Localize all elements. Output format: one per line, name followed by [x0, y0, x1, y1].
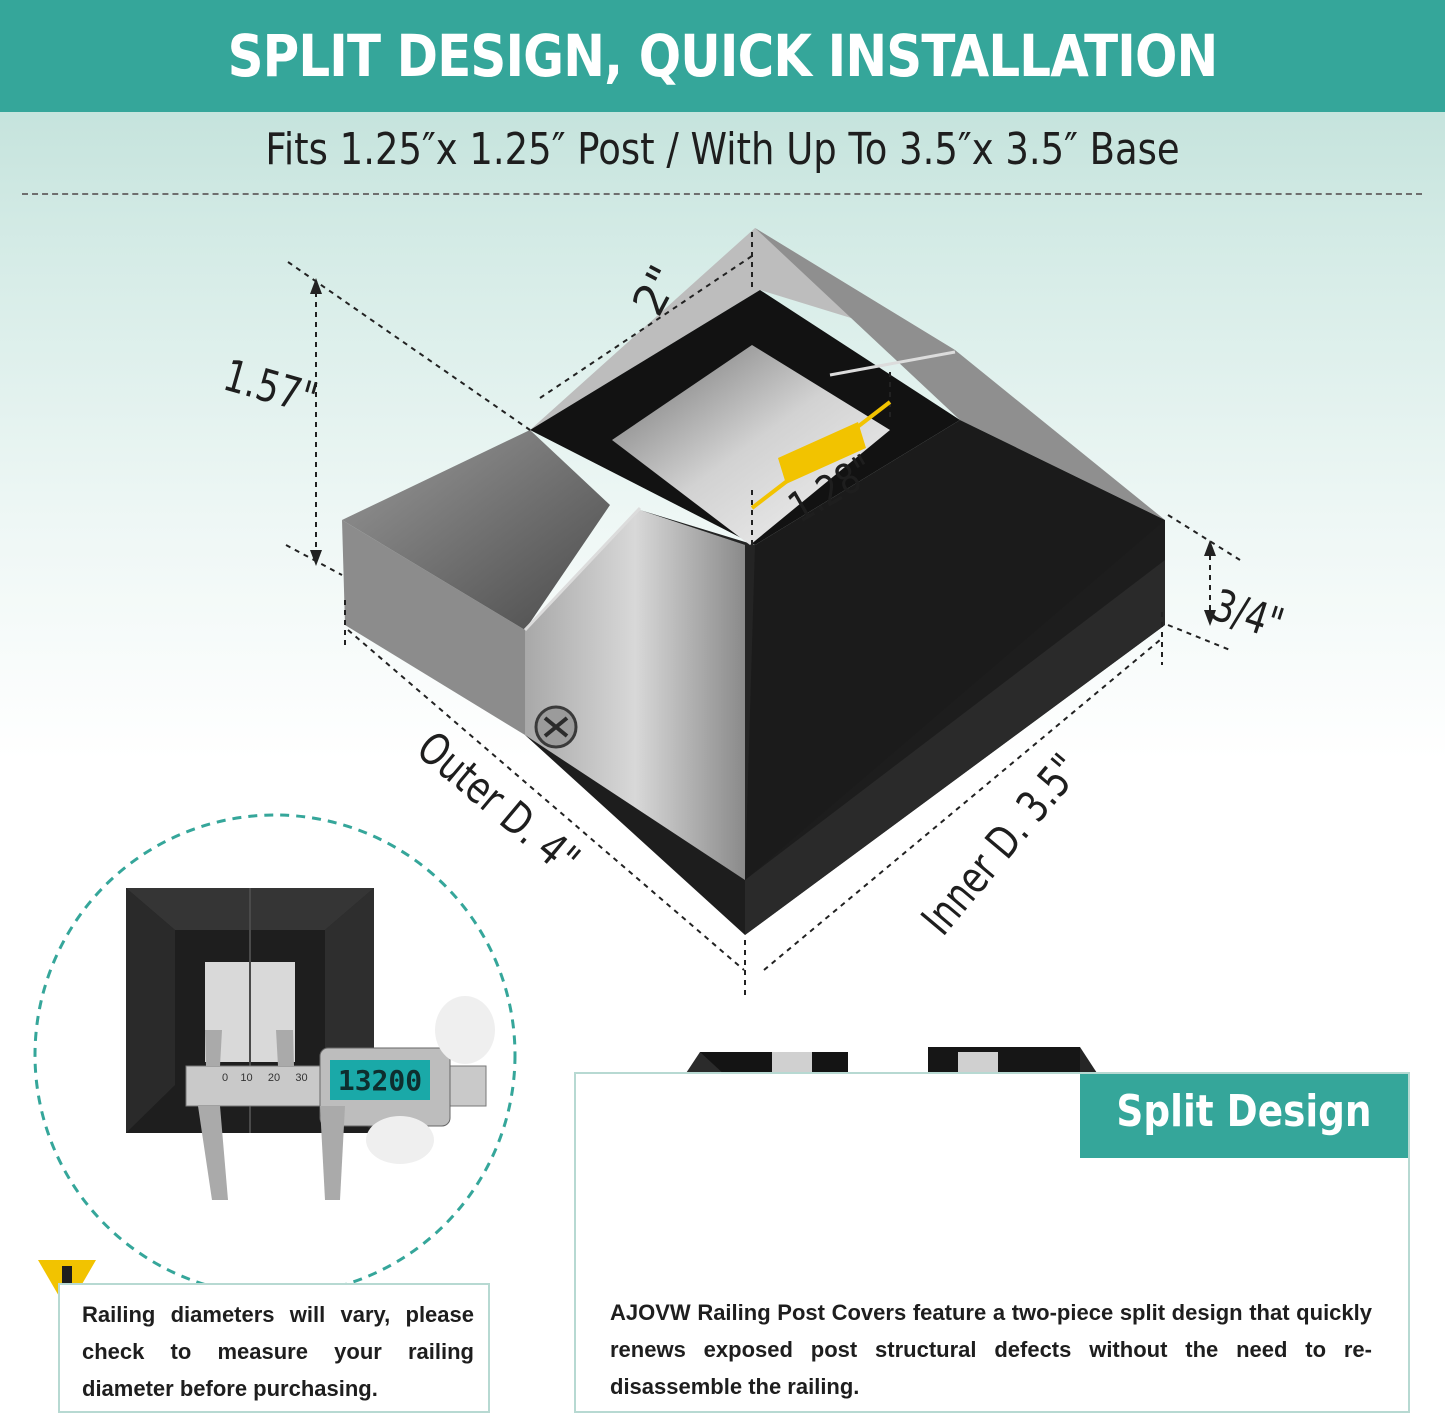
arrowheads [310, 278, 1216, 626]
screw-icon [534, 705, 578, 749]
caliper-scale: 0 10 20 30 [222, 1072, 312, 1084]
note-box [58, 1283, 490, 1413]
page-title: SPLIT DESIGN, QUICK INSTALLATION [227, 22, 1219, 90]
page-subtitle: Fits 1.25″x 1.25″ Post / With Up To 3.5″… [265, 124, 1180, 175]
cover-face-left [342, 430, 610, 630]
caliper-scale-mark: 10 [240, 1072, 253, 1084]
caliper-reading: 13200 [337, 1064, 423, 1097]
cover-base-left [342, 520, 525, 735]
header-banner [0, 0, 1445, 112]
split-design-tag [1080, 1074, 1408, 1158]
cover-face-back [530, 228, 955, 430]
caliper-photo [126, 888, 495, 1200]
header-divider [22, 193, 1422, 195]
note-text: Railing diameters will vary, please chec… [82, 1302, 474, 1401]
split-design-text: AJOVW Railing Post Covers feature a two-… [610, 1300, 1372, 1399]
caliper-scale-mark: 0 [222, 1072, 229, 1084]
cover-face-front-silver [525, 510, 745, 880]
caliper-scale-mark: 30 [295, 1072, 308, 1084]
caliper-scale-mark: 20 [267, 1072, 281, 1084]
post-opening [612, 345, 890, 545]
split-design-title: Split Design [1116, 1086, 1372, 1137]
